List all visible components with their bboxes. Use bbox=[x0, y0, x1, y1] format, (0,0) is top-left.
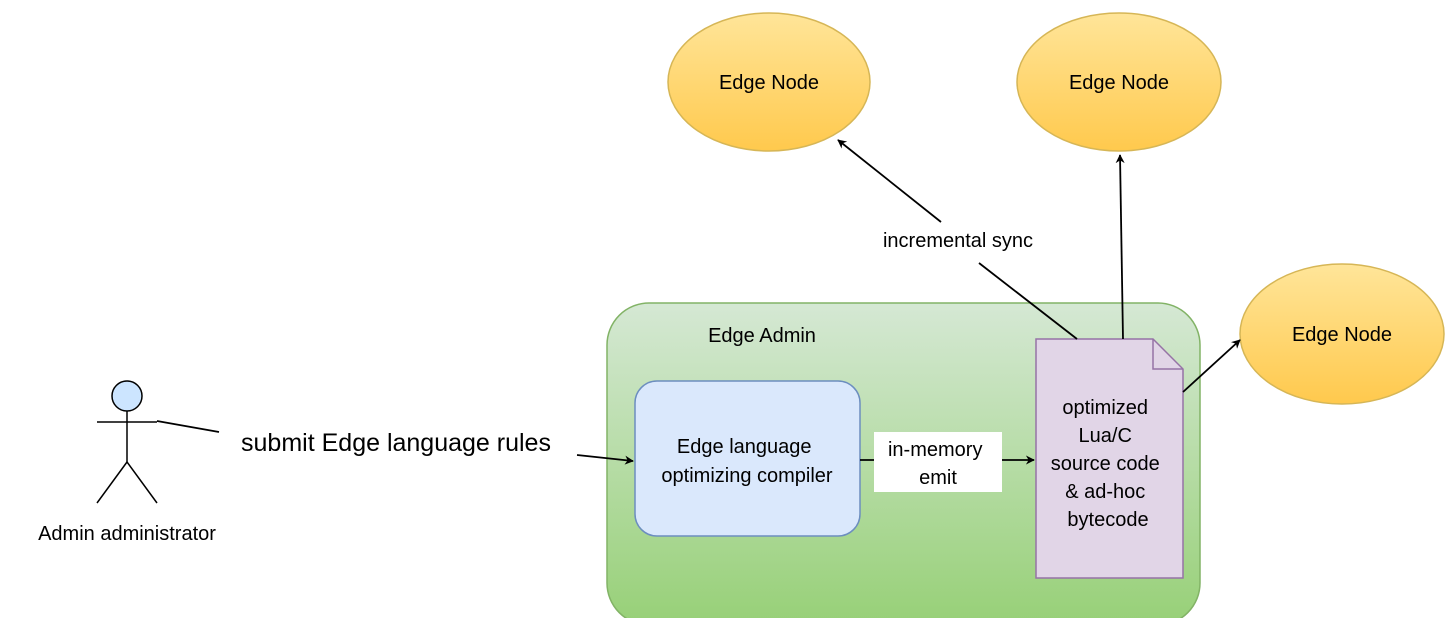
doc-label-line: & ad-hoc bbox=[1065, 481, 1145, 503]
emit-label-bg bbox=[874, 432, 1002, 492]
sync-arrow-node-1 bbox=[838, 140, 1078, 340]
edge-node-2-label: Edge Node bbox=[1069, 72, 1169, 94]
actor-label: Admin administrator bbox=[38, 523, 216, 545]
emit-label-line: emit bbox=[919, 467, 957, 489]
compiler-label-line: optimizing compiler bbox=[661, 465, 833, 487]
edge-node-2 bbox=[1016, 12, 1222, 152]
doc-label-line: Lua/C bbox=[1079, 425, 1132, 447]
output-document-label: optimized Lua/C source code & ad-hoc byt… bbox=[1051, 397, 1166, 531]
doc-label-line: optimized bbox=[1062, 397, 1148, 419]
sync-arrow-node-3 bbox=[1182, 339, 1241, 393]
compiler-label-line: Edge language bbox=[677, 436, 812, 458]
doc-label-line: source code bbox=[1051, 453, 1160, 475]
compiler-box bbox=[634, 380, 861, 537]
admin-actor-icon bbox=[96, 380, 158, 504]
edge-node-1 bbox=[667, 12, 871, 152]
emit-edge-label: in-memory emit bbox=[888, 439, 988, 489]
edge-admin-title: Edge Admin bbox=[708, 325, 816, 347]
sync-label-bg bbox=[860, 224, 1060, 258]
emit-label-line: in-memory bbox=[888, 439, 982, 461]
submit-edge-label: submit Edge language rules bbox=[241, 429, 551, 457]
sync-arrow-node-2 bbox=[1115, 154, 1125, 340]
sync-edge-label: incremental sync bbox=[883, 230, 1033, 252]
submit-arrow bbox=[156, 420, 633, 461]
edge-node-3 bbox=[1239, 263, 1445, 405]
edge-node-3-label: Edge Node bbox=[1292, 324, 1392, 346]
output-document bbox=[1035, 338, 1184, 579]
doc-label-line: bytecode bbox=[1067, 509, 1148, 531]
edge-node-1-label: Edge Node bbox=[719, 72, 819, 94]
compiler-label: Edge language optimizing compiler bbox=[661, 436, 833, 487]
document-fold bbox=[1152, 339, 1183, 370]
